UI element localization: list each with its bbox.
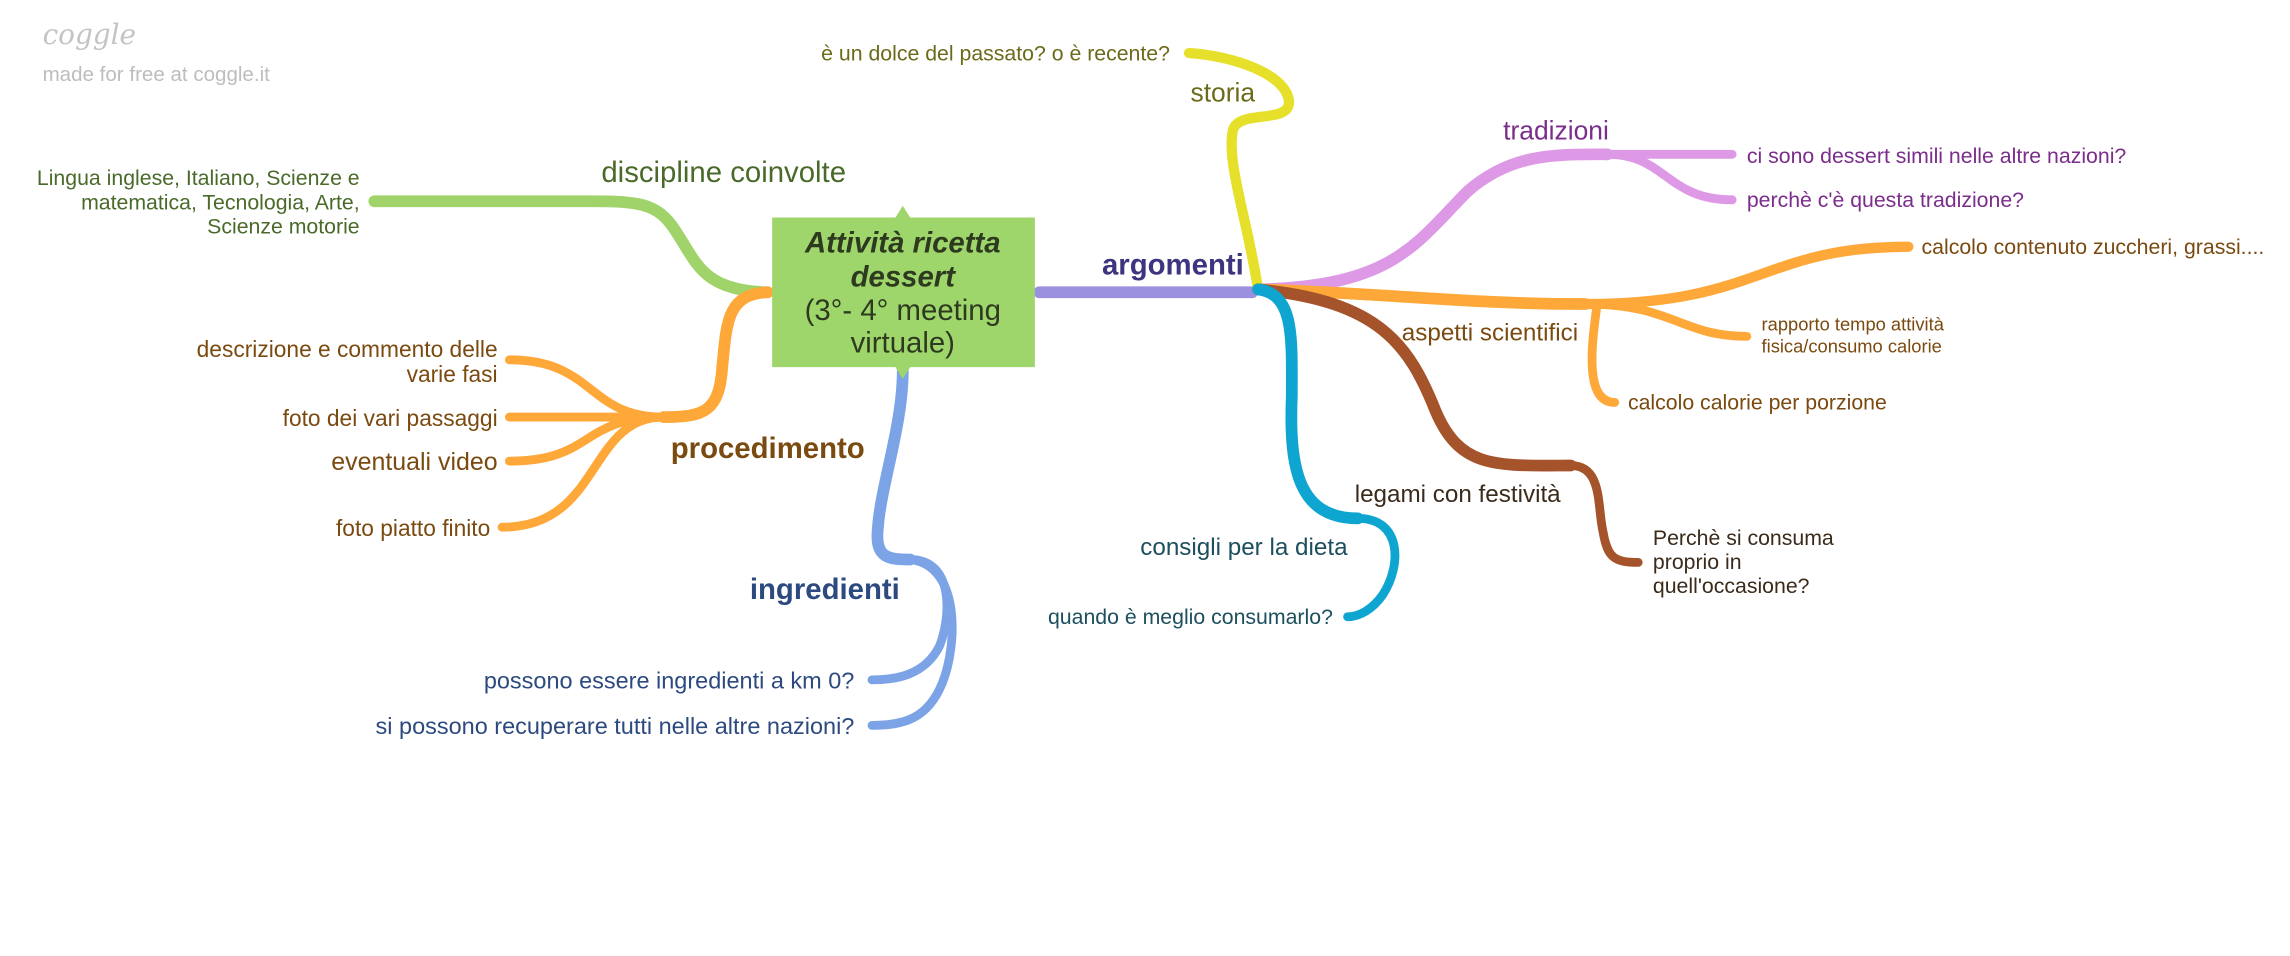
leaf-connector-aspetti-3 (1587, 299, 1620, 407)
leaf-connector-proc-1 (504, 355, 668, 422)
leaf-tradizioni-1[interactable]: ci sono dessert simili nelle altre nazio… (1747, 144, 2127, 168)
made-with-coggle-link[interactable]: made for free at coggle.it (43, 63, 271, 86)
leaf-ingredienti-2[interactable]: si possono recuperare tutti nelle altre … (376, 713, 855, 739)
branch-procedimento[interactable] (657, 286, 774, 423)
label-tradizioni[interactable]: tradizioni (1503, 116, 1609, 146)
label-discipline[interactable]: discipline coinvolte (601, 156, 846, 189)
leaf-tradizioni-2[interactable]: perchè c'è questa tradizione? (1747, 188, 2024, 212)
central-node-box (772, 205, 1035, 379)
leaf-connector-consigli (1343, 513, 1400, 622)
leaf-procedimento-4[interactable]: foto piatto finito (336, 515, 490, 541)
coggle-logo[interactable]: coggle (43, 18, 137, 51)
leaf-procedimento-3[interactable]: eventuali video (331, 448, 497, 476)
branch-legami[interactable] (1252, 283, 1577, 472)
branch-discipline[interactable] (368, 195, 774, 299)
label-aspetti-scientifici[interactable]: aspetti scientifici (1402, 320, 1578, 347)
leaf-connector-aspetti-1 (1580, 241, 1914, 310)
leaf-connector-aspetti-2 (1580, 299, 1752, 341)
label-argomenti[interactable]: argomenti (1102, 249, 1244, 282)
leaf-storia-1[interactable]: è un dolce del passato? o è recente? (821, 41, 1170, 65)
leaf-procedimento-2[interactable]: foto dei vari passaggi (283, 405, 498, 431)
label-storia[interactable]: storia (1191, 77, 1256, 107)
branch-tradizioni[interactable] (1252, 148, 1614, 296)
leaf-consigli-1[interactable]: quando è meglio consumarlo? (1048, 605, 1333, 629)
label-procedimento[interactable]: procedimento (671, 432, 865, 465)
label-ingredienti[interactable]: ingredienti (750, 573, 900, 606)
label-consigli[interactable]: consigli per la dieta (1140, 534, 1348, 561)
leaf-ingredienti-1[interactable]: possono essere ingredienti a km 0? (484, 668, 855, 694)
leaf-connector-legami (1566, 461, 1643, 567)
leaf-connector-proc-4 (497, 412, 668, 532)
branch-consigli[interactable] (1252, 283, 1364, 525)
branch-storia[interactable] (1183, 47, 1294, 295)
branch-ingredienti[interactable] (871, 364, 916, 566)
leaf-aspetti-1[interactable]: calcolo contenuto zuccheri, grassi.... (1922, 235, 2265, 259)
label-legami[interactable]: legami con festività (1355, 481, 1561, 508)
leaf-connector-ingr-2 (867, 555, 957, 730)
leaf-aspetti-3[interactable]: calcolo calorie per porzione (1628, 391, 1887, 415)
leaf-connector-tradizioni-2 (1602, 149, 1737, 205)
